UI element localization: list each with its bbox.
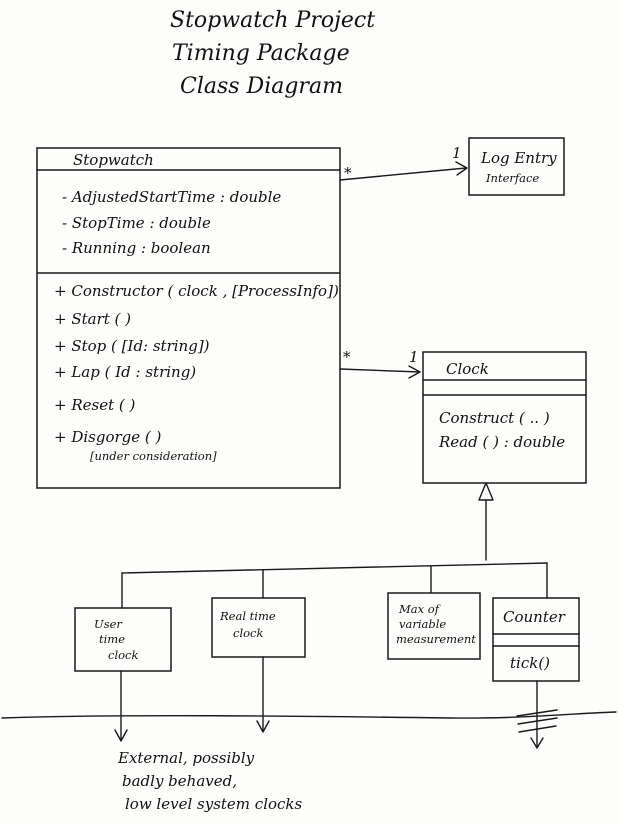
assoc-clock-src-mult: * bbox=[343, 348, 351, 366]
max-variable-measurement-class[interactable]: Max of variable measurement bbox=[387, 592, 481, 660]
external-note-line-1: External, possibly bbox=[117, 749, 255, 767]
log-entry-line-2: Interface bbox=[485, 171, 539, 185]
clock-class[interactable]: Clock Construct ( .. ) Read ( ) : double bbox=[422, 351, 587, 484]
real-time-dependency-arrowhead bbox=[256, 720, 270, 733]
log-entry-interface[interactable]: Log Entry Interface bbox=[468, 137, 565, 196]
stopwatch-attr-1: - AdjustedStartTime : double bbox=[62, 188, 281, 206]
clock-box bbox=[422, 351, 587, 484]
assoc-log-dst-mult: 1 bbox=[452, 144, 462, 162]
assoc-log-line bbox=[339, 167, 467, 181]
assoc-stopwatch-log: * 1 bbox=[339, 144, 468, 182]
counter-ground-symbol bbox=[516, 680, 558, 749]
user-time-dependency-arrowhead bbox=[114, 729, 128, 742]
generalization-triangle bbox=[478, 482, 494, 501]
stopwatch-box bbox=[36, 147, 341, 489]
real-time-clock-class[interactable]: Real time clock bbox=[211, 597, 306, 658]
stopwatch-op-5: + Reset ( ) bbox=[54, 396, 135, 414]
assoc-clock-dst-mult: 1 bbox=[409, 348, 419, 366]
user-time-clock-class[interactable]: User time clock bbox=[74, 607, 172, 672]
max-var-line-3: measurement bbox=[396, 632, 476, 646]
log-entry-line-1: Log Entry bbox=[480, 149, 557, 167]
external-dependencies bbox=[114, 656, 270, 742]
ground-bar-1 bbox=[516, 709, 558, 717]
max-var-box bbox=[387, 592, 481, 660]
user-time-line-3: clock bbox=[108, 648, 138, 662]
assoc-stopwatch-clock: * 1 bbox=[339, 348, 421, 379]
stopwatch-class[interactable]: Stopwatch - AdjustedStartTime : double -… bbox=[36, 147, 341, 489]
generalization-bar bbox=[121, 562, 548, 574]
user-time-box bbox=[74, 607, 172, 672]
stopwatch-op-4: + Lap ( Id : string) bbox=[54, 363, 196, 381]
real-time-line-2: clock bbox=[233, 626, 263, 640]
stopwatch-attr-3: - Running : boolean bbox=[62, 239, 211, 257]
external-note-line-3: low level system clocks bbox=[125, 795, 303, 813]
user-time-line-1: User bbox=[94, 617, 123, 631]
stopwatch-attr-2: - StopTime : double bbox=[62, 214, 211, 232]
system-boundary-line bbox=[1, 711, 617, 719]
stopwatch-op-1: + Constructor ( clock , [ProcessInfo]) bbox=[54, 282, 339, 300]
ground-bar-3 bbox=[518, 725, 557, 733]
ground-bar-2 bbox=[517, 717, 558, 725]
clock-op-1: Construct ( .. ) bbox=[439, 409, 550, 427]
assoc-log-arrowhead bbox=[455, 161, 468, 176]
title-line-2: Timing Package bbox=[172, 41, 350, 66]
max-var-line-1: Max of bbox=[398, 602, 441, 616]
external-clocks-note: External, possibly badly behaved, low le… bbox=[117, 749, 303, 813]
stopwatch-op-3: + Stop ( [Id: string]) bbox=[54, 337, 210, 355]
stopwatch-op-note: [under consideration] bbox=[90, 449, 217, 463]
assoc-log-src-mult: * bbox=[344, 164, 352, 182]
counter-class[interactable]: Counter tick() bbox=[492, 597, 580, 682]
ground-arrowhead bbox=[530, 737, 544, 749]
stopwatch-class-name: Stopwatch bbox=[73, 151, 154, 169]
stopwatch-op-6: + Disgorge ( ) bbox=[54, 428, 162, 446]
external-note-line-2: badly behaved, bbox=[122, 772, 237, 790]
diagram-title: Stopwatch Project Timing Package Class D… bbox=[170, 8, 375, 99]
clock-op-2: Read ( ) : double bbox=[438, 433, 565, 451]
real-time-line-1: Real time bbox=[219, 609, 276, 623]
log-entry-box bbox=[468, 137, 565, 196]
title-line-1: Stopwatch Project bbox=[170, 8, 375, 33]
real-time-box bbox=[211, 597, 306, 658]
title-line-3: Class Diagram bbox=[180, 74, 343, 99]
clock-class-name: Clock bbox=[446, 360, 489, 378]
stopwatch-op-2: + Start ( ) bbox=[54, 310, 131, 328]
assoc-clock-line bbox=[339, 368, 421, 373]
counter-box bbox=[492, 597, 580, 682]
max-var-line-2: variable bbox=[399, 617, 446, 631]
counter-op-1: tick() bbox=[510, 654, 550, 672]
assoc-clock-arrowhead bbox=[408, 365, 421, 379]
generalization-tree bbox=[121, 482, 548, 609]
counter-class-name: Counter bbox=[503, 608, 566, 626]
user-time-line-2: time bbox=[99, 632, 125, 646]
